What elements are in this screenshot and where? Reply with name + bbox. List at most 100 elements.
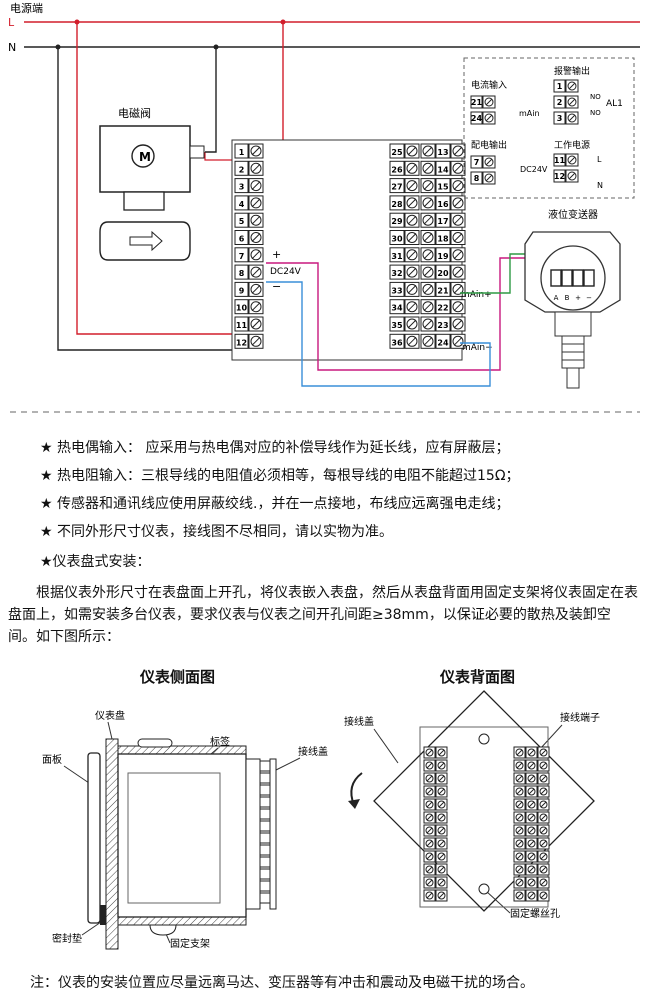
back-terminal-screw-icon <box>435 759 448 772</box>
back-terminal-screw-icon <box>513 746 526 759</box>
terminal-number: 3 <box>239 183 245 192</box>
terminal-screw-icon <box>450 281 466 297</box>
terminal-number: 23 <box>437 321 448 330</box>
mAin-minus-label: mAin− <box>462 343 493 353</box>
fin <box>259 796 271 808</box>
wire-N-to-valve <box>205 47 217 153</box>
back-terminal-screw-icon <box>537 889 550 902</box>
footer-note: 注：仪表的安装位置应尽量远离马达、变压器等有冲击和震动及电磁干扰的场合。 <box>30 975 534 991</box>
side-view-title: 仪表侧面图 <box>140 668 216 686</box>
terminal-screw-icon <box>248 230 264 245</box>
back-wiring-cover-label: 接线盖 <box>344 715 374 728</box>
terminal-screw-icon <box>404 333 420 349</box>
terminal-screw-icon <box>482 95 496 109</box>
legend-mAin: mAin <box>519 109 540 118</box>
terminal-screw-icon <box>482 155 496 169</box>
terminal-number: 33 <box>391 286 402 295</box>
back-terminal-screw-icon <box>423 798 436 811</box>
legend-work-power: 工作电源 <box>554 139 590 151</box>
fin <box>259 820 271 832</box>
back-terminal-screw-icon <box>525 876 538 889</box>
back-terminal-screw-icon <box>525 811 538 824</box>
terminal-number: 13 <box>437 148 448 157</box>
note-2: ★ 热电阻输入：三根导线的电阻值必须相等，每根导线的电阻不能超过15Ω； <box>40 468 520 484</box>
terminal-screw-icon <box>450 316 466 332</box>
back-terminal-screw-icon <box>513 876 526 889</box>
note-1: ★ 热电偶输入： 应采用与热电偶对应的补偿导线作为延长线，应有屏蔽层； <box>40 440 510 456</box>
terminal-screw-icon <box>420 212 436 228</box>
legend-current-input: 电流输入 <box>471 79 507 91</box>
terminal-number: 24 <box>437 338 449 347</box>
terminal-screw-icon <box>248 281 264 297</box>
terminal-number: 34 <box>391 304 403 313</box>
back-terminal-screw-icon <box>423 863 436 876</box>
line-N-label: N <box>8 41 16 54</box>
note-4: ★ 不同外形尺寸仪表，接线图不尽相同，请以实物为准。 <box>40 524 394 540</box>
junction-L <box>74 19 80 25</box>
legend: 电流输入 报警输出 配电输出 工作电源 mAin NO NO AL1 DC24V… <box>470 65 623 190</box>
legend-term-number: 12 <box>554 172 565 181</box>
terminal-number: 30 <box>391 235 403 244</box>
terminal-screw-icon <box>565 95 579 109</box>
back-terminal-screw-icon <box>537 863 550 876</box>
back-terminal-screw-icon <box>423 850 436 863</box>
terminal-screw-icon <box>420 316 436 332</box>
terminal-screw-icon <box>248 160 264 176</box>
terminal-screw-icon <box>404 178 420 194</box>
back-terminal-screw-icon <box>423 811 436 824</box>
wire-blue <box>266 281 491 387</box>
back-terminal-screw-icon <box>525 837 538 850</box>
back-fix-screw-label: 固定螺丝孔 <box>510 907 560 920</box>
back-terminal-screw-icon <box>537 850 550 863</box>
terminal-screw-icon <box>420 299 436 315</box>
back-terminal-screw-icon <box>537 876 550 889</box>
fin <box>259 868 271 880</box>
legend-box <box>463 57 635 199</box>
fin <box>259 856 271 868</box>
seal-gasket <box>100 905 106 925</box>
terminal-number: 18 <box>437 235 449 244</box>
terminal-number: 29 <box>391 217 403 226</box>
legend-dist-v: DC24V <box>520 165 548 174</box>
terminal-number: 35 <box>391 321 403 330</box>
terminal-number: 28 <box>391 200 403 209</box>
side-wiring-cover <box>245 758 261 910</box>
fin <box>259 808 271 820</box>
terminal-screw-icon <box>420 160 436 176</box>
back-terminal-screw-icon <box>537 837 550 850</box>
back-terminal-screw-icon <box>537 746 550 759</box>
terminal-screw-icon <box>248 212 264 228</box>
legend-al1: AL1 <box>606 99 623 109</box>
terminal-screw-icon <box>565 79 579 93</box>
terminal-number: 15 <box>437 183 449 192</box>
fin <box>259 760 271 772</box>
terminal-number: 5 <box>239 217 245 226</box>
legend-term-number: 1 <box>557 82 563 91</box>
legend-work-L: L <box>597 155 602 164</box>
back-terminal-screw-icon <box>423 759 436 772</box>
legend-no2: NO <box>590 109 601 117</box>
terminal-screw-icon <box>404 299 420 315</box>
terminal-number: 31 <box>391 252 403 261</box>
terminal-number: 14 <box>437 165 449 174</box>
legend-term-number: 24 <box>471 114 483 123</box>
back-terminal-screw-icon <box>423 837 436 850</box>
side-fix-bracket-label: 固定支架 <box>170 937 210 950</box>
rotate-arrow-head <box>348 799 360 809</box>
back-terminal-screw-icon <box>513 785 526 798</box>
back-terminal-screw-icon <box>513 811 526 824</box>
terminal-screw-icon <box>450 299 466 315</box>
side-label-area <box>127 772 221 904</box>
side-wiring-cover-label: 接线盖 <box>298 745 328 758</box>
terminal-number: 20 <box>437 269 449 278</box>
back-terminal-screw-icon <box>513 759 526 772</box>
terminal-number: 12 <box>236 338 247 347</box>
junction-L2 <box>280 19 286 25</box>
terminal-screw-icon <box>248 247 264 263</box>
dist-dc24v: DC24V <box>270 267 302 277</box>
power-source-label: 电源端 <box>10 1 43 15</box>
back-terminal-screw-icon <box>537 772 550 785</box>
transmitter-label: 液位变送器 <box>548 208 598 221</box>
back-terminal-screw-icon <box>423 746 436 759</box>
